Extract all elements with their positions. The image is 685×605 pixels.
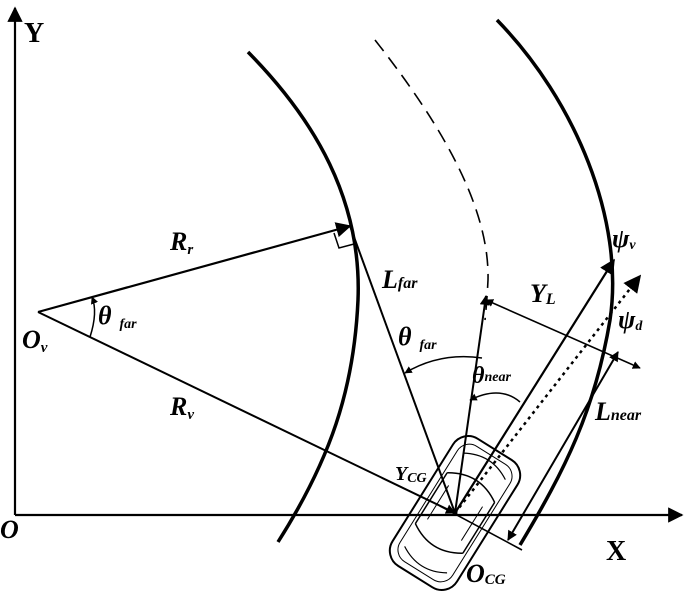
right-lane-boundary	[495, 18, 615, 546]
vehicle	[388, 435, 522, 591]
origin-label: O	[0, 515, 19, 544]
label-theta-near: θnear	[472, 363, 511, 389]
label-y-cg: YCG	[395, 463, 427, 486]
near-lookahead-line	[454, 295, 490, 514]
radius-r-line	[37, 222, 352, 314]
l-far-line	[349, 225, 456, 514]
theta-far-arc-ov	[89, 296, 98, 338]
label-psi-v: ψv	[612, 224, 636, 253]
label-r-r: Rr	[169, 227, 193, 258]
theta-far-arc-car	[404, 355, 483, 374]
label-psi-d: ψd	[618, 305, 643, 334]
theta-near-arc	[469, 392, 521, 403]
radius-v-line	[37, 311, 456, 514]
label-r-v: Rv	[169, 392, 194, 423]
label-o-cg: OCG	[466, 559, 506, 588]
right-angle-marker	[333, 232, 355, 249]
label-l-near: Lnear	[594, 397, 642, 426]
cg-point	[452, 510, 458, 516]
y-axis-label: Y	[24, 18, 44, 49]
label-l-far: Lfar	[381, 265, 418, 294]
left-lane-boundary	[246, 50, 360, 543]
x-axis-label: X	[606, 536, 626, 567]
label-y-l: YL	[530, 279, 556, 308]
label-o-v: Ov	[22, 325, 48, 356]
l-near-dimension	[507, 351, 619, 541]
heading-psi-d-line	[454, 274, 642, 514]
y-l-dimension	[485, 299, 641, 369]
